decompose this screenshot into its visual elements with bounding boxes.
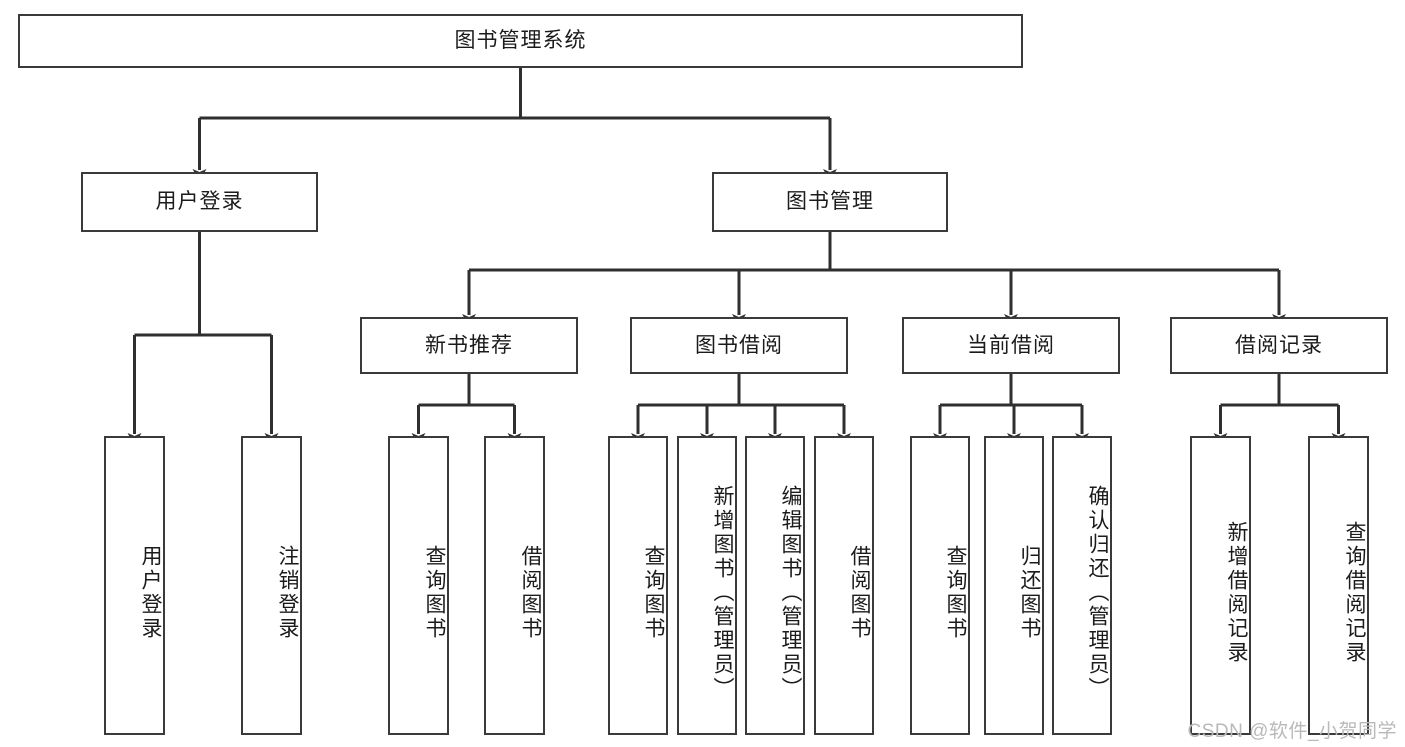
node-label: 新增图书（管理员）: [711, 484, 734, 701]
node-label: 编辑图书（管理员）: [779, 484, 802, 701]
node-label: 用户登录: [155, 190, 244, 214]
node-leaf-query-borrow-record[interactable]: 查询借阅记录: [1308, 436, 1369, 735]
node-leaf-user-login[interactable]: 用户登录: [104, 436, 165, 735]
node-leaf-query-book-3[interactable]: 查询图书: [910, 436, 970, 735]
node-label: 图书管理: [786, 190, 874, 214]
node-label: 查询借阅记录: [1343, 520, 1366, 665]
node-label: 查询图书: [642, 544, 665, 641]
node-current-borrow[interactable]: 当前借阅: [902, 317, 1120, 374]
node-label: 查询图书: [944, 544, 967, 641]
node-leaf-logout[interactable]: 注销登录: [241, 436, 302, 735]
node-leaf-add-book[interactable]: 新增图书（管理员）: [677, 436, 737, 735]
node-leaf-return-book[interactable]: 归还图书: [984, 436, 1044, 735]
node-label: 新书推荐: [425, 333, 513, 357]
node-leaf-borrow-book-1[interactable]: 借阅图书: [484, 436, 545, 735]
node-borrow-record[interactable]: 借阅记录: [1170, 317, 1388, 374]
node-label: 新增借阅记录: [1225, 520, 1248, 665]
node-leaf-borrow-book-2[interactable]: 借阅图书: [814, 436, 874, 735]
node-new-book-recommend[interactable]: 新书推荐: [360, 317, 578, 374]
node-label: 图书借阅: [695, 333, 783, 357]
node-label: 当前借阅: [967, 333, 1055, 357]
node-label: 图书管理系统: [454, 29, 587, 53]
node-label: 借阅记录: [1235, 333, 1323, 357]
node-root[interactable]: 图书管理系统: [18, 14, 1023, 68]
node-label: 查询图书: [423, 544, 446, 641]
node-leaf-query-book-1[interactable]: 查询图书: [388, 436, 449, 735]
node-leaf-add-borrow-record[interactable]: 新增借阅记录: [1190, 436, 1251, 735]
node-label: 注销登录: [276, 544, 299, 641]
node-book-borrow[interactable]: 图书借阅: [630, 317, 848, 374]
node-leaf-query-book-2[interactable]: 查询图书: [608, 436, 668, 735]
node-leaf-edit-book[interactable]: 编辑图书（管理员）: [745, 436, 805, 735]
node-label: 借阅图书: [848, 544, 871, 641]
node-label: 归还图书: [1018, 544, 1041, 641]
node-user-login[interactable]: 用户登录: [81, 172, 318, 232]
node-label: 确认归还（管理员）: [1086, 484, 1109, 701]
watermark: CSDN @软件_小贺同学: [1187, 721, 1397, 742]
node-label: 借阅图书: [519, 544, 542, 641]
node-label: 用户登录: [139, 544, 162, 641]
node-leaf-confirm-return[interactable]: 确认归还（管理员）: [1052, 436, 1112, 735]
node-book-manage[interactable]: 图书管理: [712, 172, 948, 232]
